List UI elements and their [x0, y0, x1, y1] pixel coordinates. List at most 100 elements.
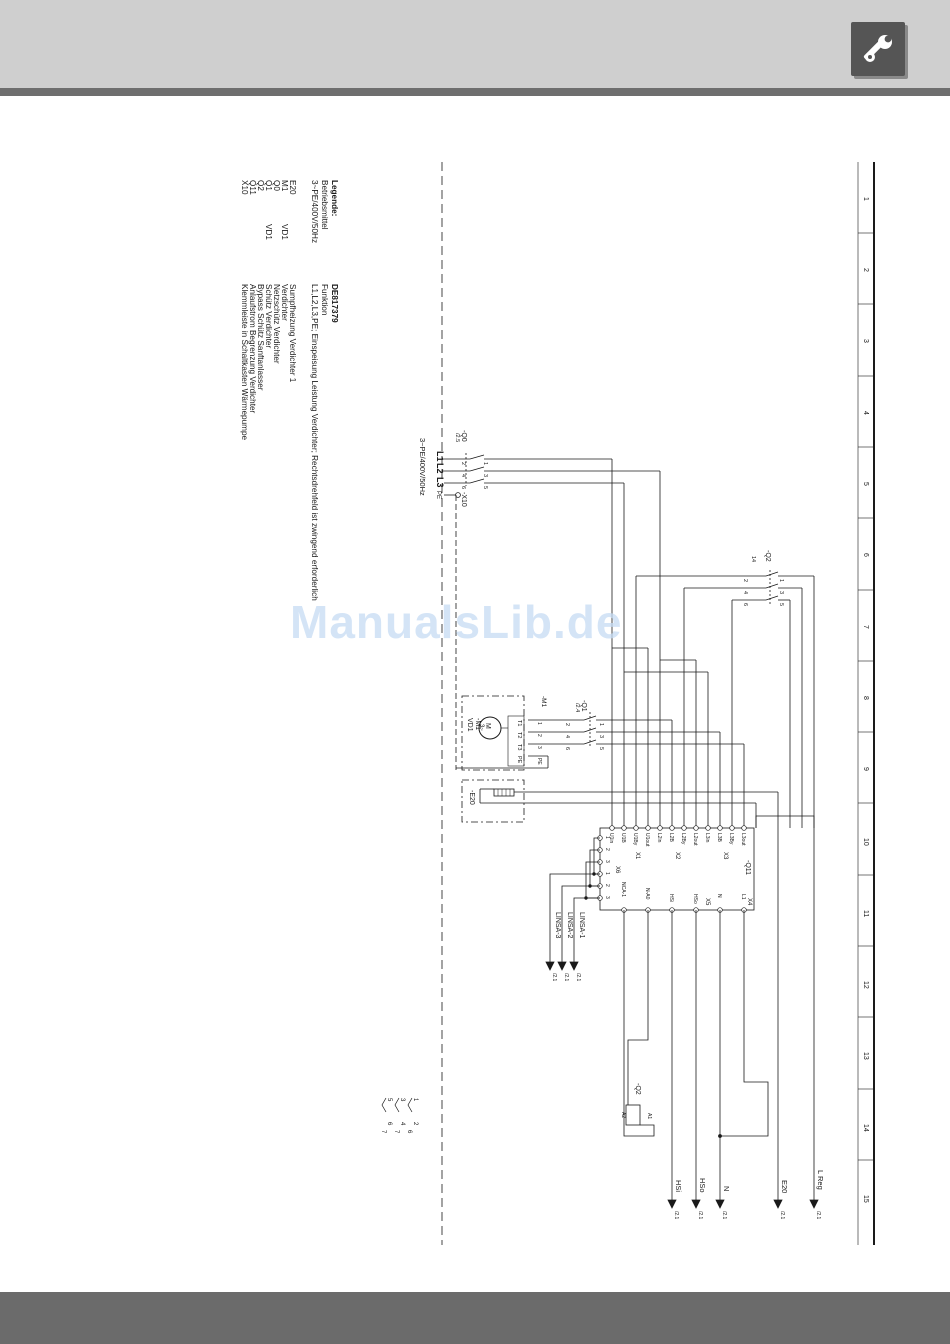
- legend-row-device: Q1: [264, 180, 273, 191]
- svg-text:2: 2: [536, 734, 542, 737]
- svg-text:U1By: U1By: [632, 833, 638, 846]
- column-ruler: 1 2 3 4 5 6 7 8 9 10 11 12 13 14 15: [857, 162, 875, 1245]
- heater-e20: -E20: [461, 779, 778, 823]
- contact-cross-reference: 1 2 6 3 4 7 5 6 7: [380, 1097, 418, 1134]
- svg-text:/2.1: /2.1: [779, 1211, 785, 1220]
- wrench-icon: [851, 22, 905, 76]
- ruler-5: 5: [862, 482, 869, 486]
- svg-text:T3: T3: [516, 744, 522, 750]
- svg-text:2: 2: [460, 462, 466, 465]
- header-stripe: [0, 88, 950, 96]
- q0-ref: /2.5: [454, 433, 460, 442]
- page-header: [0, 0, 950, 88]
- linsa-outputs: LINSA-1 LINSA-2 LINSA-3 /2.1 /2.1 /2.1: [545, 837, 600, 982]
- output-hso: HSo: [698, 1178, 707, 1193]
- svg-text:X3: X3: [722, 852, 728, 860]
- x10-label: -X10: [460, 492, 467, 507]
- svg-text:7: 7: [380, 1130, 386, 1134]
- svg-text:2: 2: [742, 579, 748, 582]
- control-outputs: -Q2 A1 A2 L Reg E20 N HSo HSi /2.1 /2.1 …: [620, 792, 825, 1220]
- legend-row-device: E20: [288, 180, 297, 195]
- ruler-1: 1: [862, 197, 869, 201]
- svg-text:X1: X1: [634, 852, 640, 860]
- svg-text:1: 1: [778, 579, 784, 582]
- motor-symbol: M: [484, 723, 491, 729]
- svg-text:X4: X4: [746, 898, 752, 906]
- svg-text:7: 7: [393, 1130, 399, 1134]
- legend-row-vd: VD1: [280, 224, 289, 240]
- ruler-10: 10: [862, 838, 869, 846]
- watermark: ManualsLib.de: [290, 596, 623, 648]
- q0-mains-contactor: -Q0 /2.5 1 3 5 2 4 6: [444, 430, 660, 489]
- svg-text:2: 2: [604, 848, 610, 851]
- svg-text:6: 6: [406, 1130, 412, 1134]
- ruler-4: 4: [862, 411, 869, 415]
- output-e20: E20: [780, 1180, 789, 1193]
- legend-row-function: Bypass Schütz Sanftanlasser: [256, 284, 265, 391]
- output-hsi: HSi: [674, 1180, 683, 1192]
- legend: Legende: DE817379 Betriebsmittel Funktio…: [240, 180, 339, 601]
- svg-text:L3out: L3out: [740, 833, 746, 846]
- legend-row-device: Q11: [248, 180, 257, 195]
- svg-text:L3By: L3By: [728, 833, 734, 845]
- output-n: N: [722, 1186, 731, 1191]
- legend-row-device: Q0: [272, 180, 281, 191]
- svg-text:6: 6: [386, 1122, 392, 1126]
- svg-text:/2.1: /2.1: [721, 1211, 727, 1220]
- x10-terminal: L1 L2 L3 PE -X10 3~PE/400V/50Hz: [418, 438, 467, 770]
- ruler-7: 7: [862, 625, 869, 629]
- ruler-11: 11: [862, 910, 869, 917]
- legend-supply-function: L1,L2,L3,PE; Einspeisung Leistung Verdic…: [310, 284, 319, 601]
- linsa-2-label: LINSA-2: [566, 912, 573, 939]
- svg-text:X6: X6: [614, 866, 620, 874]
- legend-row-vd: VD1: [264, 224, 273, 240]
- q0-label: -Q0: [460, 430, 467, 442]
- svg-text:L2out: L2out: [692, 833, 698, 846]
- svg-text:4: 4: [742, 591, 748, 594]
- svg-text:6: 6: [460, 486, 466, 489]
- svg-text:A1: A1: [646, 1113, 652, 1119]
- legend-row-function: Verdichter: [280, 284, 289, 321]
- svg-text:4: 4: [564, 735, 570, 738]
- svg-text:/2.1: /2.1: [575, 973, 581, 982]
- svg-text:T1: T1: [516, 720, 522, 726]
- page-footer: [0, 1292, 950, 1344]
- svg-text:/2.1: /2.1: [673, 1211, 679, 1220]
- svg-text:L3B: L3B: [716, 833, 722, 843]
- ruler-14: 14: [862, 1124, 869, 1132]
- svg-text:PE: PE: [516, 756, 522, 764]
- svg-text:2: 2: [564, 723, 570, 726]
- svg-text:5: 5: [778, 603, 784, 606]
- legend-col-device: Betriebsmittel: [320, 180, 329, 230]
- svg-text:3: 3: [598, 735, 604, 738]
- legend-row-function: Schütz Verdichter: [264, 284, 273, 348]
- q2-label: -Q2: [764, 550, 771, 562]
- svg-text:U1out: U1out: [644, 833, 650, 847]
- svg-text:/2.1: /2.1: [563, 973, 569, 982]
- svg-text:/2.1: /2.1: [815, 1211, 821, 1220]
- legend-doc-id: DE817379: [330, 284, 339, 323]
- ruler-2: 2: [862, 268, 869, 272]
- legend-row-device: X10: [240, 180, 249, 195]
- svg-text:1: 1: [536, 722, 542, 725]
- svg-text:1: 1: [604, 836, 610, 839]
- ruler-15: 15: [862, 1195, 869, 1203]
- svg-text:3: 3: [399, 1098, 405, 1102]
- linsa-1-label: LINSA-1: [578, 912, 585, 939]
- motor-label: -M1: [474, 718, 481, 730]
- svg-text:L1: L1: [740, 894, 746, 900]
- ruler-6: 6: [862, 553, 869, 557]
- legend-row-device: M1: [280, 180, 289, 192]
- q1-compressor-contactor: -Q1 /2.4 -M1 1 3 5 2 4 6: [456, 696, 745, 828]
- ruler-13: 13: [862, 1052, 869, 1060]
- svg-text:U1in: U1in: [608, 833, 614, 844]
- svg-text:1: 1: [482, 462, 488, 465]
- ruler-12: 12: [862, 981, 869, 989]
- supply-l3: L3: [435, 477, 445, 488]
- legend-row-function: Anlaufstrom Begrenzung Verdichter: [248, 284, 257, 414]
- svg-text:NCA-1: NCA-1: [620, 882, 626, 897]
- svg-text:HSi: HSi: [668, 894, 674, 902]
- svg-text:5: 5: [598, 747, 604, 750]
- legend-row-function: Klemmleiste in Schaltkasten Wärmepumpe: [240, 284, 249, 441]
- svg-text:5: 5: [482, 486, 488, 489]
